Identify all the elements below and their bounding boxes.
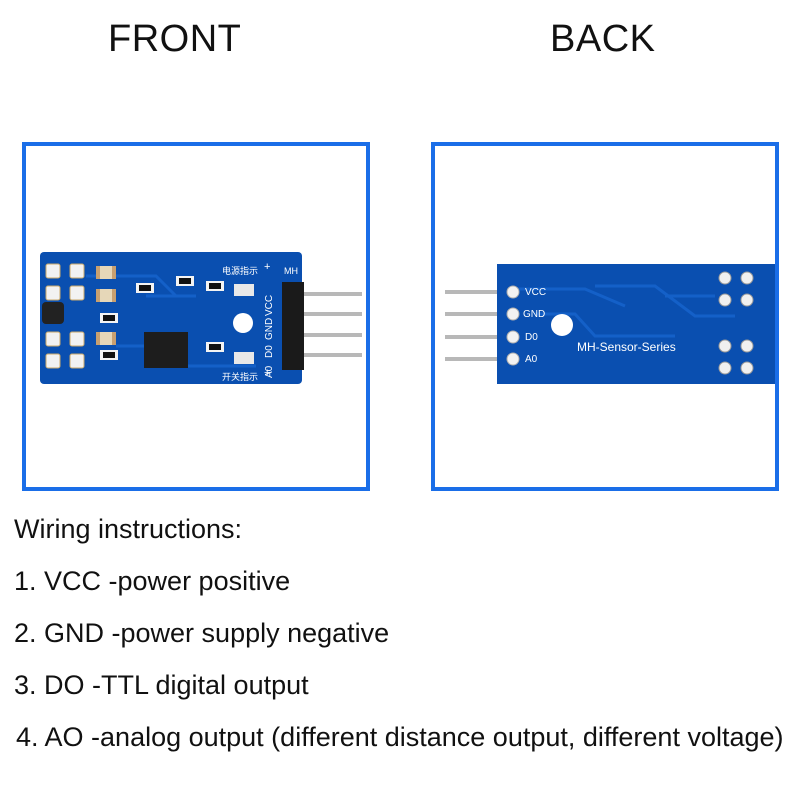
back-heading: BACK <box>550 18 656 60</box>
back-pin-a0-label: A0 <box>525 354 538 365</box>
front-mounting-hole <box>233 313 253 333</box>
instruction-item-do: 3. DO -TTL digital output <box>14 670 309 700</box>
front-bottom-label: 开关指示 <box>222 371 258 383</box>
back-pin-vcc-label: VCC <box>525 287 546 298</box>
front-pin-a0-label: A0 <box>264 365 275 378</box>
front-plus-bottom: + <box>264 367 270 379</box>
back-pin-gnd-label: GND <box>523 309 545 320</box>
front-pin-gnd-label: GND <box>264 318 275 340</box>
ir-sensor <box>42 302 64 324</box>
front-pin-vcc-label: VCC <box>264 295 275 316</box>
back-pcb <box>497 264 775 384</box>
back-series-label: MH-Sensor-Series <box>577 340 676 354</box>
instruction-item-vcc: 1. VCC -power positive <box>14 566 291 596</box>
front-board-image: 电源指示 开关指示 MH A0 D0 GND VCC + + <box>40 252 362 384</box>
front-plus-top: + <box>264 261 270 273</box>
front-header-pins <box>296 292 362 357</box>
instructions-title: Wiring instructions: <box>14 514 243 544</box>
instruction-item-ao: 4. AO -analog output (different distance… <box>16 722 784 752</box>
back-pin-d0-label: D0 <box>525 332 538 343</box>
back-mounting-hole <box>551 314 573 336</box>
front-heading: FRONT <box>108 18 242 60</box>
comparator-chip <box>144 332 188 368</box>
front-header-block <box>282 282 304 370</box>
back-header-pins <box>445 290 503 361</box>
back-view-frame: VCC GND D0 A0 MH-Sensor-Series <box>431 142 779 491</box>
front-view-frame: 电源指示 开关指示 MH A0 D0 GND VCC + + <box>22 142 370 491</box>
back-board-image: VCC GND D0 A0 MH-Sensor-Series <box>445 264 775 384</box>
instruction-item-gnd: 2. GND -power supply negative <box>14 618 390 648</box>
wiring-instructions: Wiring instructions: 1. VCC -power posit… <box>14 503 794 763</box>
front-pin-d0-label: D0 <box>264 345 275 358</box>
front-top-label: 电源指示 <box>222 265 258 277</box>
front-brand-label: MH <box>284 266 298 276</box>
